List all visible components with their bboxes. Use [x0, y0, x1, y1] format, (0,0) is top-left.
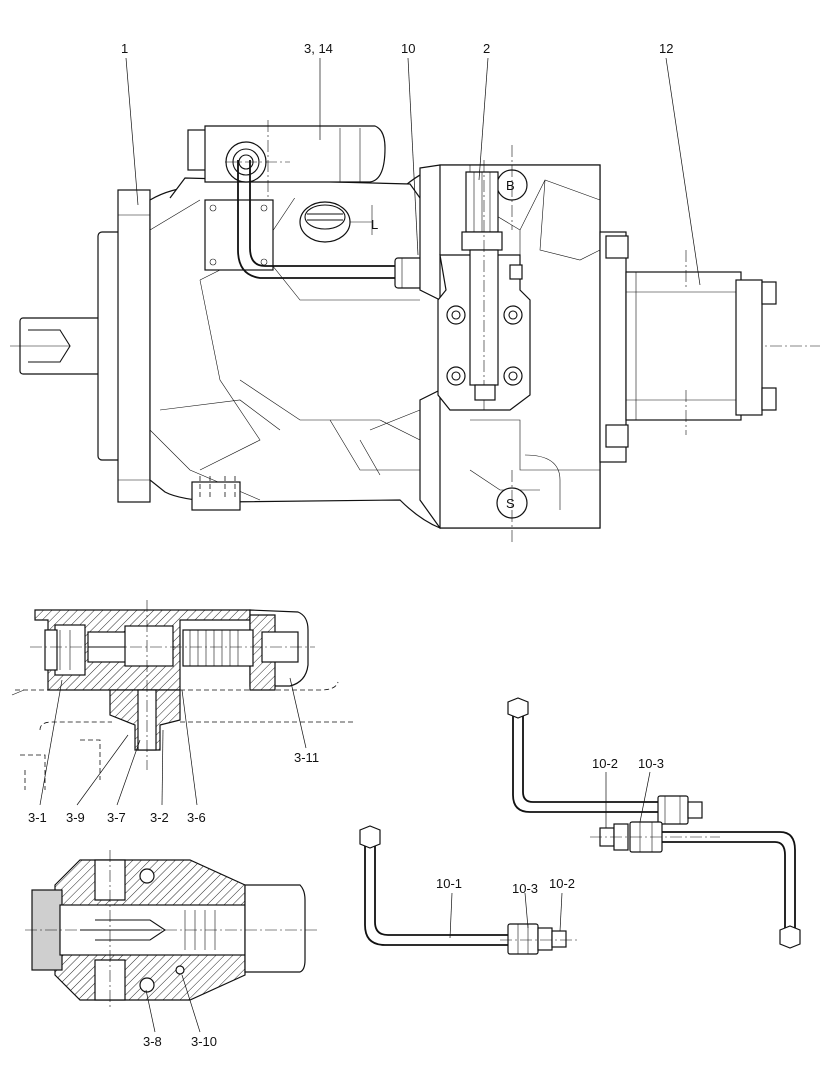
label-part-10: 10: [401, 41, 415, 56]
label-part-3-7: 3-7: [107, 810, 126, 825]
mounting-flange: [97, 189, 151, 503]
label-part-3-14: 3, 14: [304, 41, 333, 56]
controller-section-view: 3-1 3-9 3-7 3-2 3-6 3-11: [11, 600, 355, 825]
pump-callouts: 1 3, 14 10 2 12 L: [121, 41, 701, 286]
label-part-10-2-upper: 10-2: [592, 756, 618, 771]
label-part-10-2-lower: 10-2: [549, 876, 575, 891]
label-part-12: 12: [659, 41, 673, 56]
label-part-10-1: 10-1: [436, 876, 462, 891]
label-part-3-1: 3-1: [28, 810, 47, 825]
pump-assembly: B S: [10, 41, 820, 545]
label-part-3-11: 3-11: [294, 750, 319, 765]
label-part-10-3-lower: 10-3: [512, 881, 538, 896]
port-s-label: S: [506, 496, 515, 511]
label-part-3-10: 3-10: [191, 1034, 217, 1049]
valve-section-view: 3-8 3-10: [25, 850, 320, 1049]
label-part-3-8: 3-8: [143, 1034, 162, 1049]
label-part-2: 2: [483, 41, 490, 56]
pipe-assembly-upper: 10-2 10-3: [507, 697, 801, 949]
label-part-3-9: 3-9: [66, 810, 85, 825]
auxiliary-pump: [599, 231, 777, 463]
label-part-1: 1: [121, 41, 128, 56]
front-housing: [149, 165, 441, 529]
port-l-label: L: [371, 217, 378, 232]
label-part-10-3-upper: 10-3: [638, 756, 664, 771]
port-b-label: B: [506, 178, 515, 193]
label-part-3-2: 3-2: [150, 810, 169, 825]
pipe-assembly-lower: 10-1 10-3 10-2: [359, 825, 580, 955]
label-part-3-6: 3-6: [187, 810, 206, 825]
valve-block: [437, 160, 531, 411]
